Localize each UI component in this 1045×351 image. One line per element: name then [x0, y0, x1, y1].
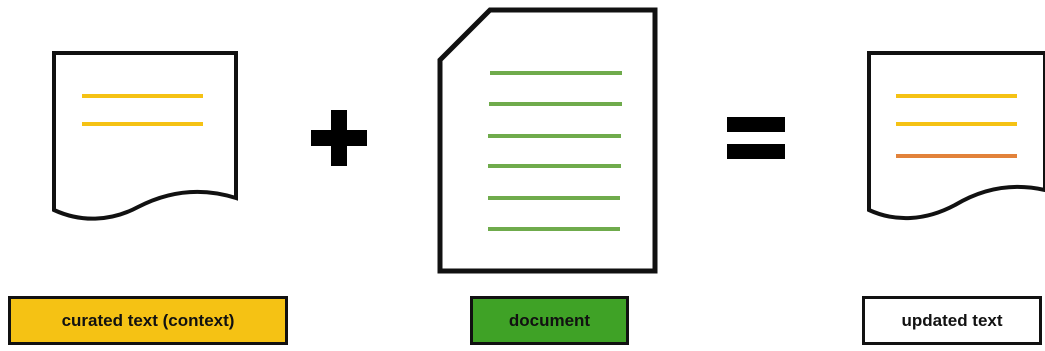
context-label-text: curated text (context) [61, 310, 235, 330]
document-label-text: document [508, 310, 591, 330]
updated-page-icon [867, 51, 1045, 221]
updated-label-text: updated text [901, 310, 1003, 330]
document-page-icon [437, 7, 658, 274]
updated-label: updated text [862, 296, 1042, 345]
document-label: document [470, 296, 629, 345]
context-page-icon [52, 51, 238, 221]
plus-icon [311, 110, 367, 166]
context-label: curated text (context) [8, 296, 288, 345]
equals-icon [727, 117, 785, 159]
